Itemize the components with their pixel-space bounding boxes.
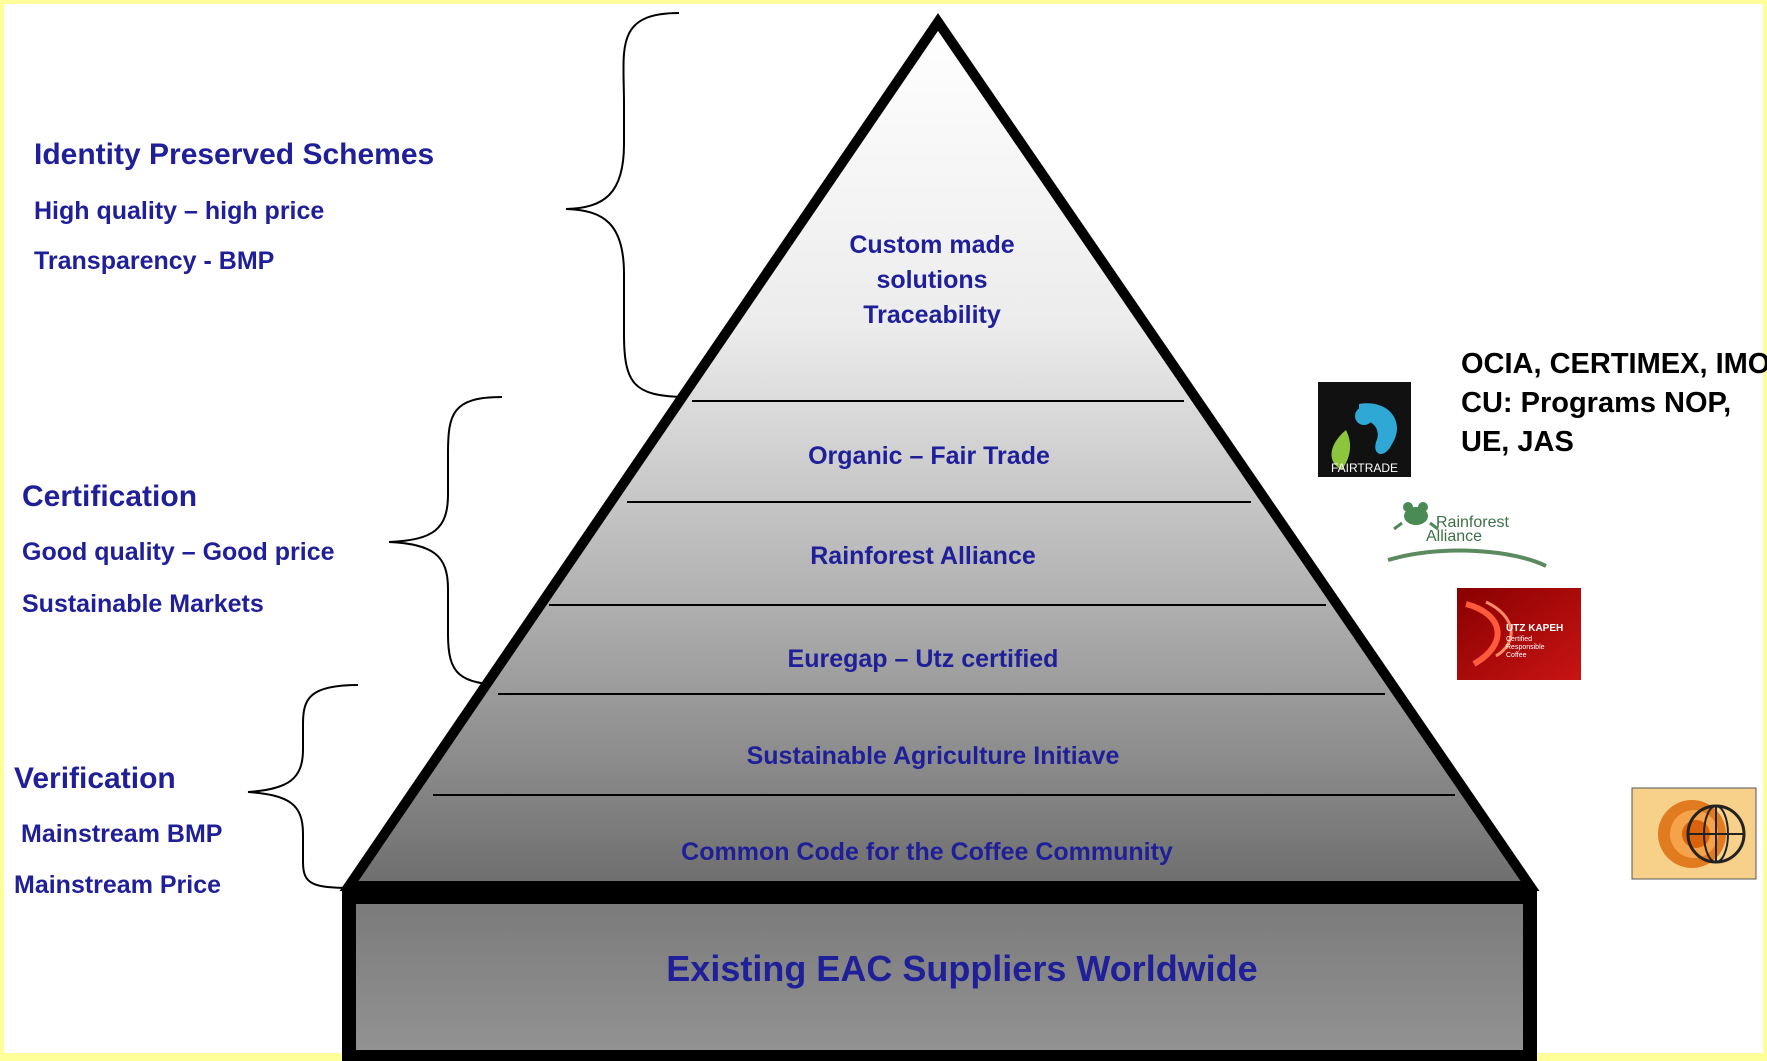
base-box bbox=[342, 890, 1537, 1061]
tier-label-rainforest: Rainforest Alliance bbox=[810, 542, 1036, 570]
tier-label-sai: Sustainable Agriculture Initiave bbox=[746, 742, 1120, 770]
utz-kapeh-logo-icon: UTZ KAPEH Certified Responsible Coffee bbox=[1457, 588, 1581, 680]
identity-line1: High quality – high price bbox=[34, 197, 325, 225]
rainforest-logo-line2: Alliance bbox=[1426, 528, 1482, 545]
pyramid-diagram: FAIRTRADE Rainforest Alliance UTZ KAPEH … bbox=[247, 12, 1757, 1061]
rainforest-logo-line1: Rainforest bbox=[1436, 514, 1509, 531]
apex-line-2: solutions bbox=[876, 266, 988, 294]
globe-swirl-logo-icon bbox=[1631, 787, 1757, 880]
verification-line2: Mainstream Price bbox=[14, 871, 222, 899]
brace-identity bbox=[565, 12, 685, 398]
certification-line1: Good quality – Good price bbox=[22, 538, 335, 566]
tier-label-4c: Common Code for the Coffee Community bbox=[681, 838, 1173, 866]
certification-title: Certification bbox=[22, 480, 198, 513]
fairtrade-logo-text: FAIRTRADE bbox=[1331, 461, 1398, 475]
base-label: Existing EAC Suppliers Worldwide bbox=[666, 948, 1258, 989]
apex-line-3: Traceability bbox=[863, 301, 1001, 329]
brace-certification bbox=[388, 396, 507, 686]
utz-logo-line3: Responsible bbox=[1506, 644, 1545, 651]
brace-verification bbox=[247, 684, 359, 889]
verification-title: Verification bbox=[14, 762, 176, 795]
tier-label-euregap: Euregap – Utz certified bbox=[787, 645, 1059, 673]
programs-text: OCIA, CERTIMEX, IMO, CU: Programs NOP, U… bbox=[1461, 348, 1767, 458]
tier-label-organic: Organic – Fair Trade bbox=[808, 442, 1050, 470]
fairtrade-logo-icon: FAIRTRADE bbox=[1318, 382, 1411, 477]
apex-line-1: Custom made bbox=[849, 231, 1015, 259]
certification-line2: Sustainable Markets bbox=[22, 590, 264, 618]
utz-logo-line1: UTZ KAPEH bbox=[1506, 623, 1563, 634]
verification-line1: Mainstream BMP bbox=[21, 820, 223, 848]
utz-logo-line4: Coffee bbox=[1506, 652, 1527, 659]
apex-label: Custom made solutions Traceability bbox=[782, 228, 1082, 333]
rainforest-frog-icon: Rainforest Alliance bbox=[1387, 502, 1547, 568]
utz-logo-line2: Certified bbox=[1506, 636, 1532, 643]
identity-line2: Transparency - BMP bbox=[34, 247, 275, 275]
identity-title: Identity Preserved Schemes bbox=[34, 138, 435, 171]
pyramid-body bbox=[339, 13, 1540, 891]
